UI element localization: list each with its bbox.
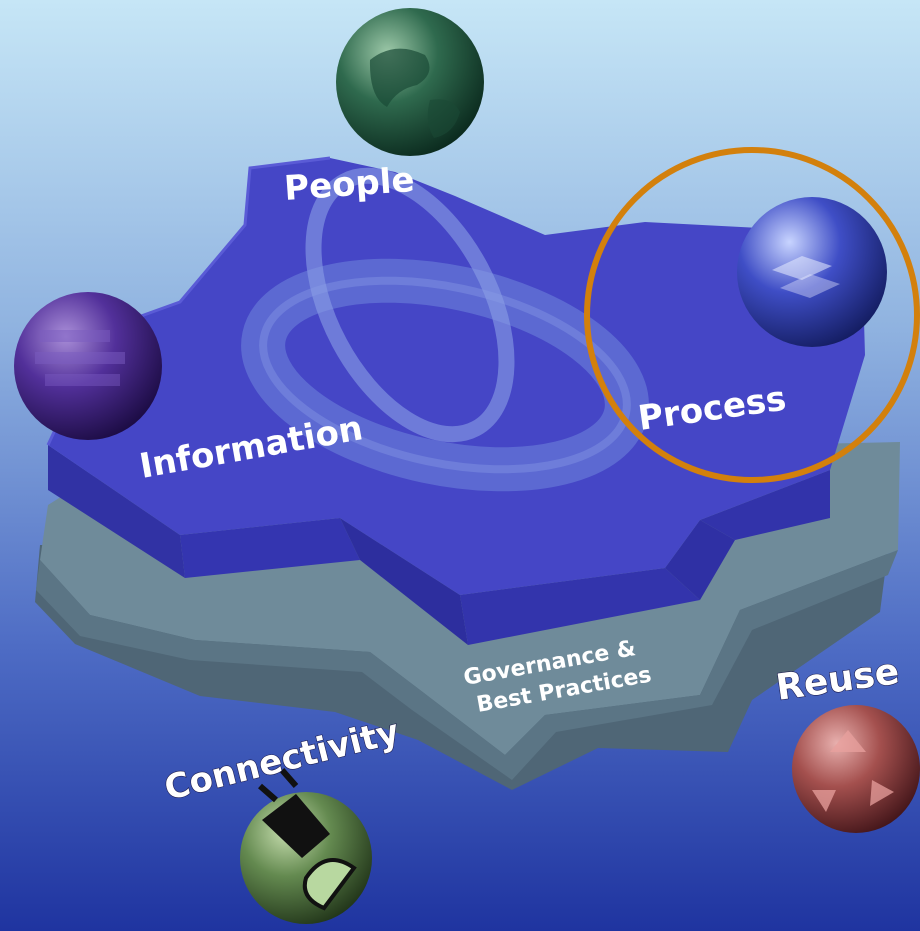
reuse-label: Reuse: [774, 651, 902, 709]
green-globe-icon: [336, 8, 484, 156]
interlocking-rings: [241, 167, 649, 492]
blue-process-sphere-icon: [737, 197, 887, 347]
recycle-sphere-icon: [792, 705, 920, 833]
plug-sphere-icon: [240, 768, 372, 924]
hex-cluster-top-layer: [46, 156, 865, 645]
process-highlight-ring: [584, 147, 920, 483]
purple-data-sphere-icon: [14, 292, 162, 440]
people-label: People: [283, 160, 416, 209]
